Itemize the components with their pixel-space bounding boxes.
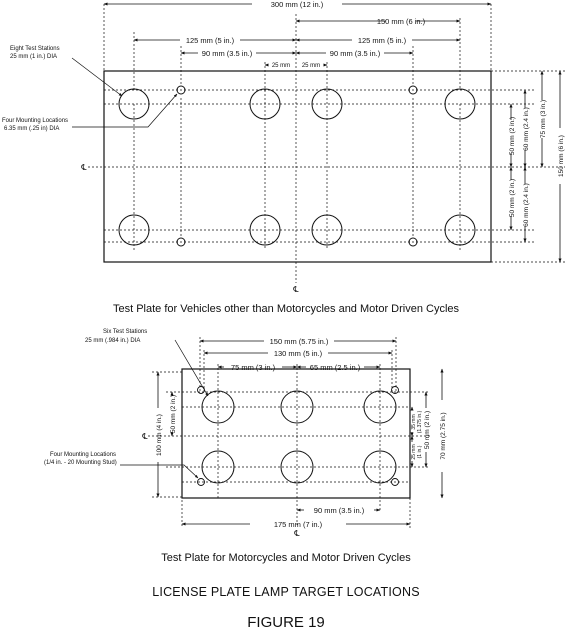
top-plate-caption: Test Plate for Vehicles other than Motor… xyxy=(112,303,460,315)
figure-number: FIGURE 19 xyxy=(247,614,325,631)
top-vertical-dims xyxy=(509,70,562,263)
centerline-symbol-h: ℄ xyxy=(141,432,148,441)
mounting-label-1: Four Mounting Locations xyxy=(2,118,68,124)
dim-65mm: 65 mm (2.5 in.) xyxy=(310,363,361,372)
dim-70mm: 70 mm (2.75 in.) xyxy=(440,412,447,459)
test-station-circle xyxy=(201,390,235,424)
dim-150mm: 150 mm (5.75 in.) xyxy=(270,337,329,346)
dim-60mm-upper: 60 mm (2.4 in.) xyxy=(523,107,530,151)
dim-25mm-in: (1 in.) xyxy=(417,445,423,458)
centerline-symbol-h: ℄ xyxy=(80,163,87,172)
dim-175mm: 175 mm (7 in.) xyxy=(274,520,323,529)
bottom-plate-caption: Test Plate for Motorcycles and Motor Dri… xyxy=(161,552,411,564)
centerline-symbol-v: ℄ xyxy=(293,529,300,538)
test-station-circle xyxy=(444,214,476,246)
bottom-dimension-labels: Six Test Stations 25 mm (.984 in.) DIA 1… xyxy=(44,329,447,538)
top-test-plate xyxy=(103,70,492,263)
dim-90mm-right: 90 mm (3.5 in.) xyxy=(330,49,381,58)
mounting-hole xyxy=(408,237,418,247)
test-station-circle xyxy=(311,88,343,120)
dim-35mm: 35 mm xyxy=(411,414,417,429)
mounting-label-2: 6.35 mm (.25 in) DIA xyxy=(4,126,59,132)
six-stations-label-2: 25 mm (.984 in.) DIA xyxy=(85,338,140,344)
mounting-label-2: (1/4 in. - 20 Mounting Stud) xyxy=(44,460,117,466)
bottom-leaders xyxy=(120,339,209,479)
test-station-circle xyxy=(280,390,314,424)
bottom-test-stations xyxy=(201,390,397,484)
top-mounting-holes xyxy=(176,85,418,247)
six-stations-label-1: Six Test Stations xyxy=(103,329,147,335)
dim-35mm-in: (1.375 in.) xyxy=(417,410,423,433)
top-dimension-labels: 300 mm (12 in.) 150 mm (6 in.) 125 mm (5… xyxy=(2,0,565,294)
bottom-test-plate xyxy=(181,368,411,499)
test-station-circle xyxy=(118,214,150,246)
top-leaders xyxy=(71,57,178,128)
centerline-symbol-v: ℄ xyxy=(292,285,299,294)
test-station-circle xyxy=(201,450,235,484)
dim-25mm: 25 mm xyxy=(411,444,417,459)
test-station-circle xyxy=(249,214,281,246)
dim-100mm: 100 mm (4 in.) xyxy=(156,414,163,456)
dim-75mm: 75 mm (3 in.) xyxy=(540,100,547,138)
test-station-circle xyxy=(363,390,397,424)
dim-60mm-lower: 60 mm (2.4 in.) xyxy=(523,183,530,227)
eight-stations-label-1: Eight Test Stations xyxy=(10,46,60,52)
top-extension-lines xyxy=(88,4,565,283)
dim-125mm-right: 125 mm (5 in.) xyxy=(358,36,407,45)
dim-90mm: 90 mm (3.5 in.) xyxy=(314,506,365,515)
bottom-vertical-dims xyxy=(156,368,444,499)
dim-150mm-vertical: 150 mm (6 in.) xyxy=(558,135,565,177)
dim-150mm: 150 mm (6 in.) xyxy=(377,17,426,26)
mounting-stud xyxy=(391,386,399,394)
dim-130mm: 130 mm (5 in.) xyxy=(274,349,323,358)
bottom-horizontal-dims xyxy=(181,339,411,526)
dim-300mm: 300 mm (12 in.) xyxy=(271,0,324,9)
mounting-stud xyxy=(391,478,399,486)
dim-50mm-upper: 50 mm (2 in.) xyxy=(509,117,516,155)
test-station-circle xyxy=(311,214,343,246)
test-station-circle xyxy=(280,450,314,484)
test-station-circle xyxy=(118,88,150,120)
test-station-circle xyxy=(363,450,397,484)
bottom-plate-group xyxy=(120,337,444,528)
dim-50mm-right: 50 mm (2 in.) xyxy=(424,411,431,449)
test-station-circle xyxy=(249,88,281,120)
top-plate-group xyxy=(71,2,565,283)
test-station-circle xyxy=(444,88,476,120)
dim-25mm-right: 25 mm xyxy=(302,63,320,69)
dim-75mm: 75 mm (3 in.) xyxy=(231,363,276,372)
eight-stations-label-2: 25 mm (1 in.) DIA xyxy=(10,54,57,60)
dim-50mm-left: 50 mm (2 in.) xyxy=(170,395,177,433)
mounting-stud xyxy=(197,478,205,486)
dim-125mm-left: 125 mm (5 in.) xyxy=(186,36,235,45)
figure-title: LICENSE PLATE LAMP TARGET LOCATIONS xyxy=(152,585,420,599)
mounting-hole xyxy=(408,85,418,95)
mounting-hole xyxy=(176,85,186,95)
mounting-hole xyxy=(176,237,186,247)
top-horizontal-dims xyxy=(103,2,492,67)
top-test-stations xyxy=(118,88,476,246)
dim-50mm-lower: 50 mm (2 in.) xyxy=(509,179,516,217)
dim-90mm-left: 90 mm (3.5 in.) xyxy=(202,49,253,58)
dim-25mm-left: 25 mm xyxy=(272,63,290,69)
mounting-label-1: Four Mounting Locations xyxy=(50,452,116,458)
mounting-stud xyxy=(197,386,205,394)
